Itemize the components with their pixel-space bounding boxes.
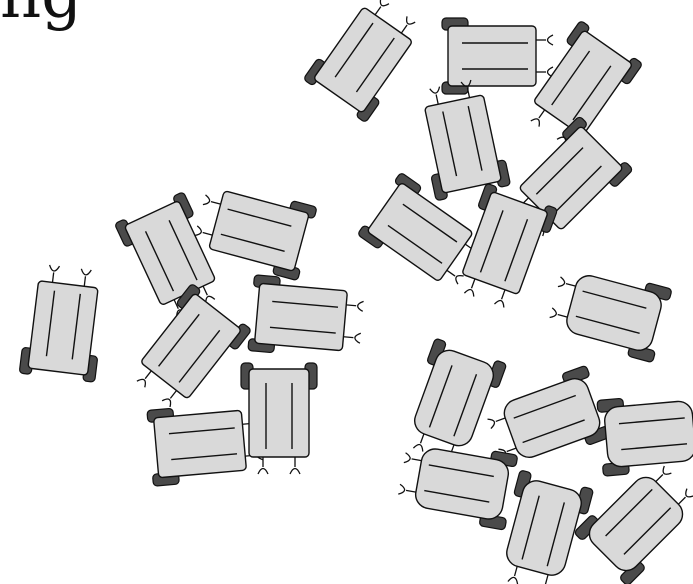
antenna-tip [49, 265, 60, 272]
robot-left-group [147, 401, 264, 486]
antenna-tip [487, 417, 496, 428]
antenna [558, 314, 568, 317]
antenna [401, 25, 407, 33]
antenna-tip [203, 195, 211, 206]
antenna [145, 371, 151, 379]
antenna-tip [404, 453, 411, 464]
robot-body [140, 293, 241, 399]
robot-body [255, 283, 348, 350]
antenna [170, 391, 176, 399]
antenna-tip [258, 469, 268, 475]
antenna-tip [413, 443, 424, 452]
robot-upper-right-group [413, 76, 510, 200]
robot-body [154, 410, 247, 477]
robot-body [604, 400, 693, 467]
robot-lower-right-group [545, 261, 672, 363]
robot-body [448, 26, 536, 86]
antenna [412, 459, 422, 461]
antenna [502, 290, 505, 299]
antenna [84, 276, 85, 286]
robot-left-group [241, 363, 317, 474]
antenna [406, 490, 416, 492]
antenna-tip [494, 299, 505, 308]
antenna-tip [508, 576, 519, 584]
robot-lower-right-group [395, 436, 518, 530]
antenna-tip [548, 35, 554, 45]
robot-body [28, 281, 98, 376]
antenna [420, 434, 423, 443]
antenna [52, 272, 53, 282]
antenna-tip [430, 87, 441, 94]
antenna-tip [81, 269, 92, 276]
antenna [447, 270, 455, 276]
robot-lower-right-group [397, 338, 506, 468]
antenna-tip [558, 277, 566, 288]
antenna-tip [404, 16, 415, 26]
robot-body [249, 369, 309, 457]
antenna-tip [464, 288, 475, 297]
antenna-tip [378, 0, 389, 8]
antenna-tip [357, 301, 363, 311]
antenna [545, 575, 548, 584]
antenna [346, 305, 356, 306]
antenna [566, 284, 576, 287]
robot-left-group [114, 192, 230, 325]
robot-lower-right-group [597, 391, 693, 476]
antenna-tip [453, 273, 463, 284]
robot-body [584, 472, 689, 577]
antenna [539, 110, 545, 118]
antenna-tip [398, 484, 405, 495]
robot-body [367, 182, 473, 282]
antenna [375, 7, 381, 15]
robot-left-group [124, 283, 252, 417]
antenna [515, 566, 518, 576]
antenna [496, 418, 505, 421]
antenna-tip [137, 377, 148, 387]
robot-left-group [248, 275, 365, 360]
robot-upper-right-group [357, 172, 492, 298]
antenna [343, 337, 353, 338]
robot-body [124, 200, 216, 305]
antenna [203, 232, 213, 235]
antenna-tip [550, 308, 558, 319]
antenna [678, 497, 685, 504]
antenna [471, 279, 474, 288]
antenna-tip [290, 469, 300, 475]
antenna-tip [162, 397, 173, 407]
antenna [203, 286, 207, 295]
antenna-tip [531, 116, 542, 126]
antenna [436, 95, 438, 105]
antenna [507, 448, 516, 451]
antenna [211, 202, 221, 205]
robot-upper-right-group [303, 0, 429, 123]
robot-lower-right-group [574, 454, 693, 584]
robot-body [313, 7, 413, 113]
antenna-tip [195, 226, 203, 237]
antenna [656, 475, 663, 482]
robot-left-group [19, 263, 108, 382]
robot-upper-right-group [442, 18, 553, 94]
antenna-tip [354, 333, 360, 343]
